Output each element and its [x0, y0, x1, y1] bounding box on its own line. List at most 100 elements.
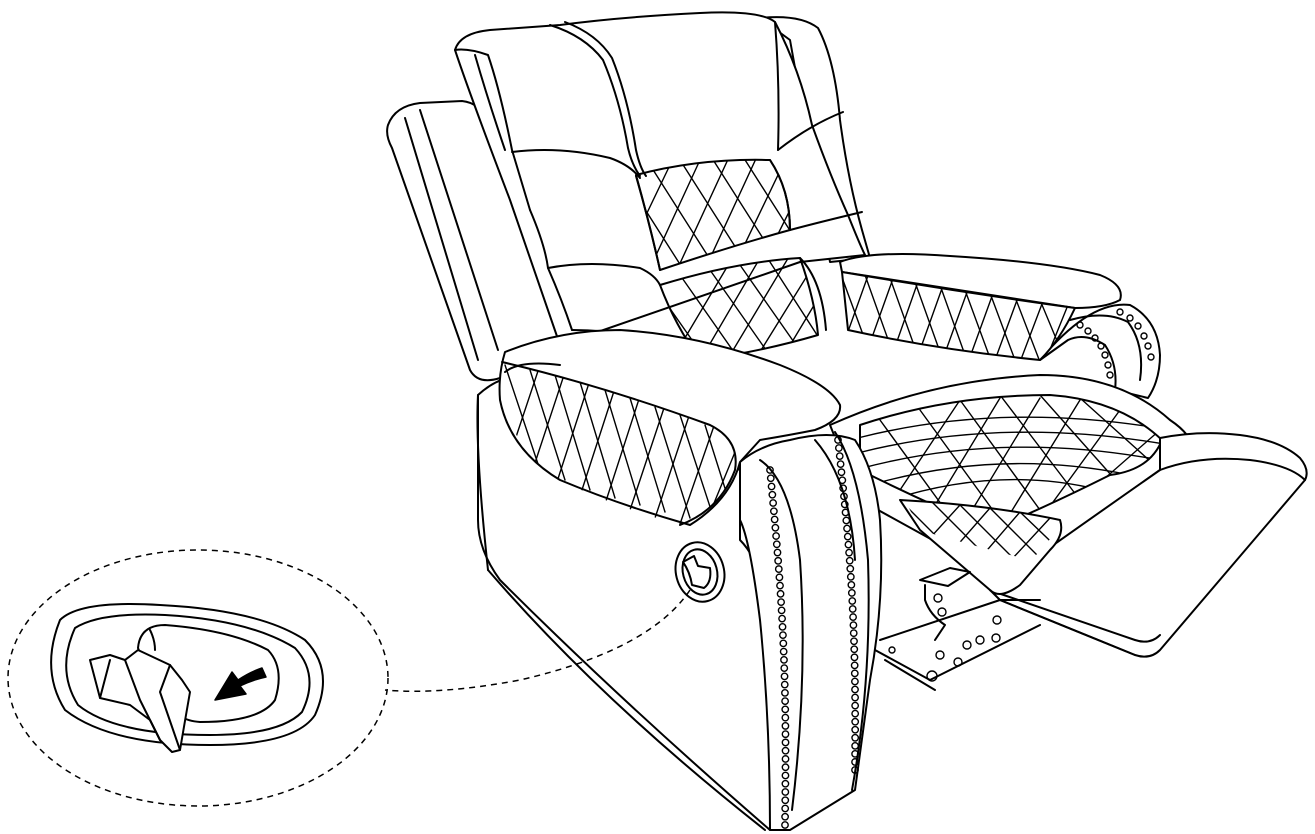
stud — [840, 492, 848, 501]
stud — [781, 746, 790, 755]
stud — [845, 556, 854, 565]
stud — [851, 733, 860, 742]
stud — [835, 452, 844, 460]
head-quilt-panel — [635, 158, 791, 271]
stud — [845, 548, 853, 557]
stud — [767, 482, 776, 491]
stud — [768, 490, 777, 499]
stud — [780, 655, 788, 664]
stud — [766, 474, 775, 483]
stud — [781, 755, 790, 763]
stud — [781, 738, 790, 747]
stud — [843, 524, 851, 533]
stud — [781, 779, 790, 788]
stud — [850, 669, 859, 678]
stud — [844, 540, 853, 549]
stud — [780, 680, 789, 689]
right-armrest — [839, 253, 1161, 399]
stud — [777, 606, 786, 615]
right-arm-studs — [1076, 308, 1155, 379]
stud — [847, 589, 856, 597]
stud — [781, 821, 789, 829]
stud — [772, 540, 781, 549]
stud — [781, 763, 790, 772]
stud — [779, 639, 788, 648]
stud — [781, 796, 790, 805]
callout-circle — [7, 549, 389, 807]
stud — [781, 689, 789, 697]
stud — [781, 804, 790, 813]
stud — [851, 701, 860, 710]
stud — [851, 677, 859, 686]
stud — [779, 647, 788, 656]
stud — [851, 766, 859, 774]
stud — [766, 466, 774, 474]
stud — [848, 605, 857, 613]
stud — [771, 523, 780, 532]
stud — [781, 713, 790, 722]
stud — [851, 685, 859, 694]
pull-arrow-icon — [214, 667, 267, 701]
stud — [769, 499, 778, 507]
stud — [850, 661, 859, 670]
stud — [769, 507, 778, 516]
stud — [851, 709, 860, 718]
stud — [850, 653, 859, 662]
stud — [836, 460, 845, 469]
chair-back — [386, 11, 871, 382]
stud — [846, 564, 855, 573]
stud — [849, 629, 858, 638]
callout-handle-detail — [50, 603, 324, 753]
stud — [779, 631, 787, 640]
stud — [838, 476, 847, 485]
stud — [776, 581, 784, 590]
stud — [843, 532, 852, 541]
callout-leader — [384, 589, 691, 692]
stud — [781, 697, 790, 706]
stud — [842, 516, 851, 525]
stud — [840, 500, 849, 509]
stud — [849, 613, 857, 621]
stud — [778, 622, 787, 631]
stud — [851, 693, 859, 702]
stud — [851, 725, 860, 734]
stud — [781, 771, 790, 780]
stud — [781, 722, 790, 730]
stud — [851, 717, 860, 726]
stud — [778, 614, 786, 623]
stud — [781, 812, 789, 821]
left-armrest — [498, 329, 842, 526]
stud — [837, 468, 846, 477]
stud — [851, 750, 859, 758]
front-panel-studs — [766, 466, 790, 829]
stud — [839, 484, 848, 493]
stud — [774, 556, 783, 565]
stud — [834, 436, 842, 444]
stud — [770, 515, 779, 524]
stud — [848, 597, 857, 605]
left-arm-front-panel — [739, 431, 883, 831]
stud — [780, 672, 789, 681]
stud — [776, 589, 785, 598]
stud — [847, 580, 856, 589]
stud — [851, 741, 860, 750]
stud — [850, 645, 859, 654]
stud — [777, 598, 786, 606]
stud — [774, 565, 783, 573]
front-panel-studs-outer — [834, 436, 860, 774]
stud — [834, 444, 843, 452]
stud — [773, 548, 782, 557]
stud — [841, 508, 850, 517]
stud — [781, 730, 790, 739]
stud — [781, 788, 790, 796]
release-handle — [674, 541, 726, 603]
recline-mechanism — [874, 567, 1041, 691]
stud — [780, 664, 789, 673]
stud — [781, 705, 790, 714]
stud — [775, 573, 784, 582]
stud — [772, 532, 781, 540]
footrest — [899, 432, 1308, 658]
stud — [851, 758, 859, 766]
